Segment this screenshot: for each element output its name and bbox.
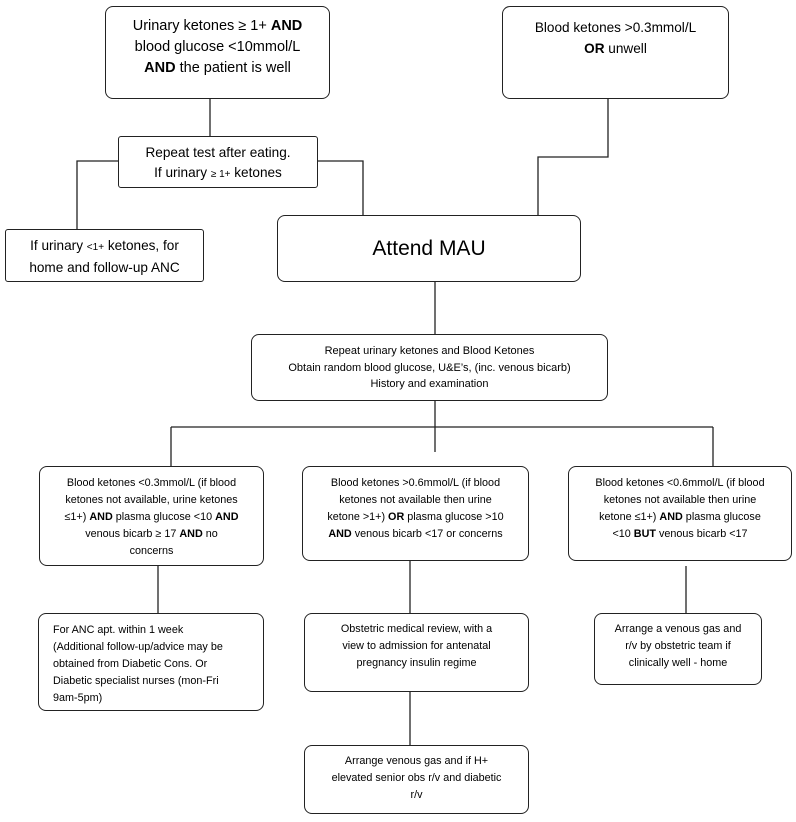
box-assessment: Repeat urinary ketones and Blood Ketones… — [251, 334, 608, 401]
connector-topright-mau — [537, 98, 609, 215]
box-venous-gas-home: Arrange a venous gas and r/v by obstetri… — [594, 613, 762, 685]
box-branch-high-ketones: Blood ketones >0.6mmol/L (if blood keton… — [302, 466, 529, 561]
box-home-follow-up: If urinary <1+ ketones, for home and fol… — [5, 229, 204, 282]
box-anc-within-week: For ANC apt. within 1 week (Additional f… — [38, 613, 264, 711]
box-obstetric-review: Obstetric medical review, with a view to… — [304, 613, 529, 692]
box-urinary-ketones-well: Urinary ketones ≥ 1+ AND blood glucose <… — [105, 6, 330, 99]
box-blood-ketones-unwell: Blood ketones >0.3mmol/L OR unwell — [502, 6, 729, 99]
connector-repeat-mau — [318, 160, 364, 215]
connector-repeat-home — [76, 160, 119, 229]
box-branch-low-ketones: Blood ketones <0.3mmol/L (if blood keton… — [39, 466, 264, 566]
box-attend-mau: Attend MAU — [277, 215, 581, 282]
box-repeat-test: Repeat test after eating. If urinary ≥ 1… — [118, 136, 318, 188]
box-venous-gas-senior-review: Arrange venous gas and if H+ elevated se… — [304, 745, 529, 814]
box-branch-low-bicarb: Blood ketones <0.6mmol/L (if blood keton… — [568, 466, 792, 561]
